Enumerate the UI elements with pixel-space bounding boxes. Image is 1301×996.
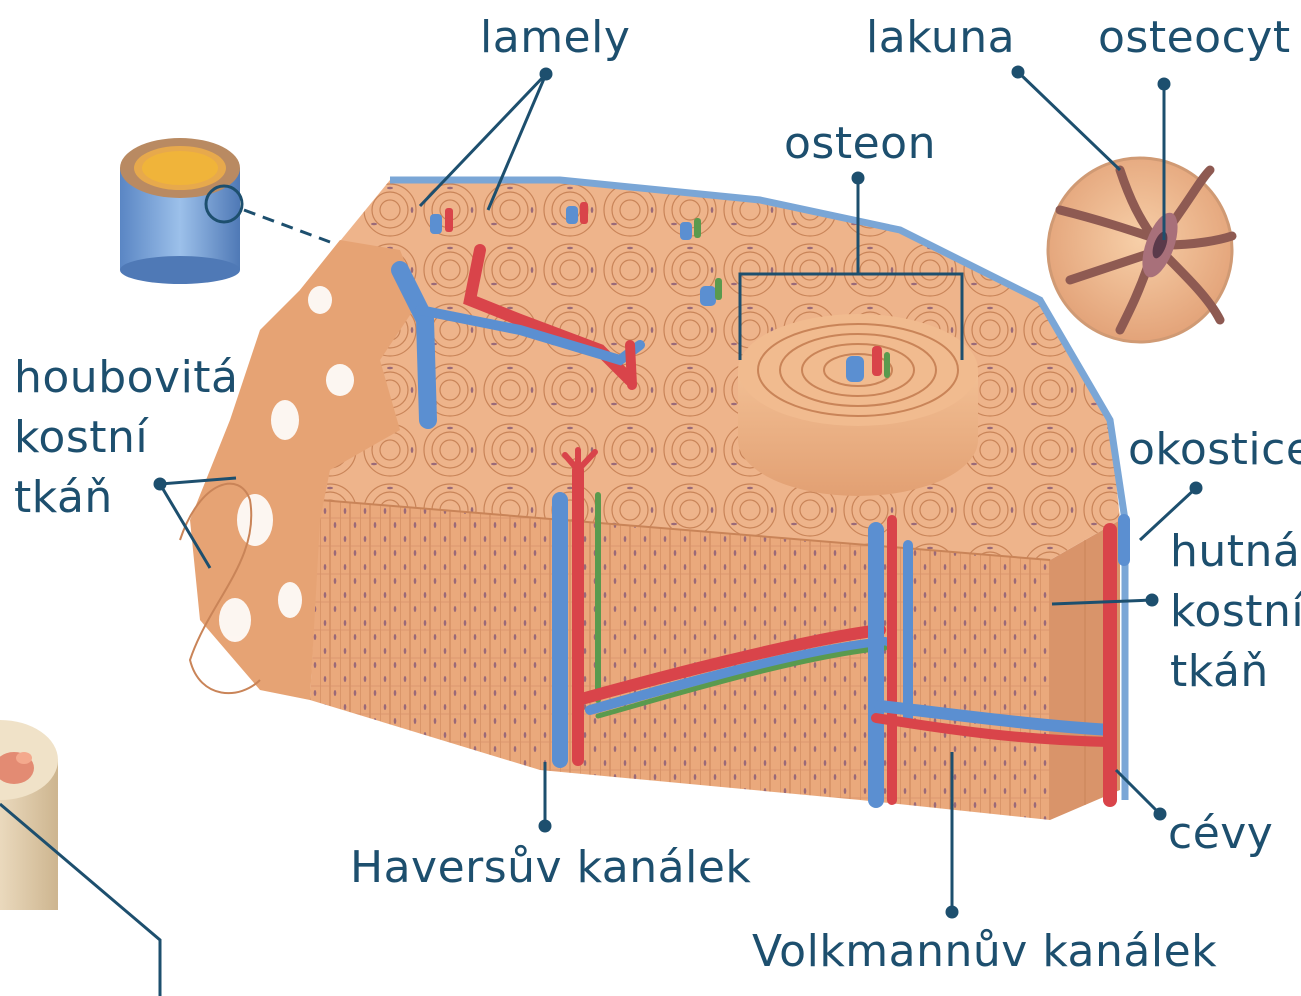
label-compact-bone: hutná kostní tkáň (1170, 522, 1301, 702)
label-lamely: lamely (480, 12, 631, 63)
zoom-dash-line (243, 208, 331, 244)
bone-cylinder-icon (120, 138, 244, 284)
label-osteocyt: osteocyt (1098, 12, 1291, 63)
haversian-canal-vessels (552, 447, 890, 768)
label-spongy-bone: houbovitá kostní tkáň (14, 348, 239, 528)
section-leader-line (0, 802, 162, 996)
label-cevy: cévy (1168, 808, 1274, 859)
label-compact-bone-line3: tkáň (1170, 646, 1269, 697)
label-spongy-bone-line2: kostní (14, 412, 149, 463)
surface-vessels (391, 244, 645, 429)
label-volkmann-canal: Volkmannův kanálek (752, 926, 1218, 977)
lacuna-zoom-circle (1046, 156, 1237, 344)
label-compact-bone-line2: kostní (1170, 586, 1301, 637)
label-haversian-canal: Haversův kanálek (350, 842, 752, 893)
leader-lines (153, 65, 1203, 919)
osteon-cylinder (738, 314, 978, 496)
volkmann-canal-vessels (868, 514, 1130, 808)
label-compact-bone-line1: hutná (1170, 526, 1301, 577)
label-okostice: okostice (1128, 424, 1301, 475)
surface-canal-openings (430, 202, 722, 306)
label-lakuna: lakuna (866, 12, 1016, 63)
label-spongy-bone-line3: tkáň (14, 472, 113, 523)
bone-section-icon (0, 720, 58, 910)
label-spongy-bone-line1: houbovitá (14, 352, 239, 403)
label-osteon: osteon (784, 118, 936, 169)
